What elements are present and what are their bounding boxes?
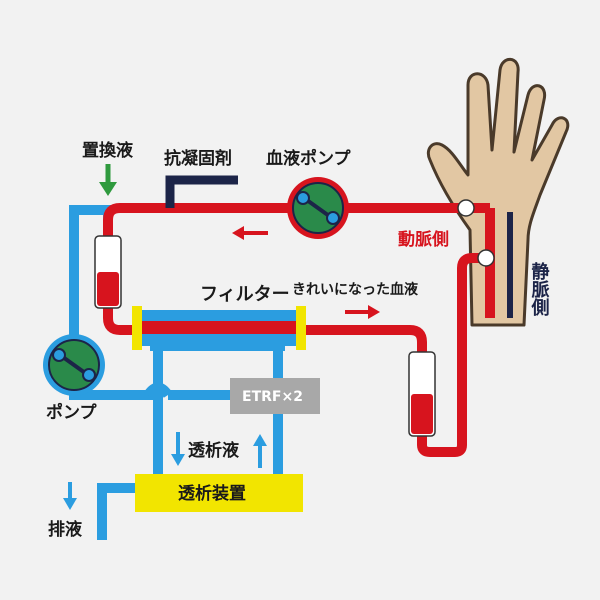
etrf-box xyxy=(230,378,320,414)
dialysis-machine-box xyxy=(135,474,303,512)
filter-label: フィルター xyxy=(200,284,290,305)
flow-arrow-left-icon xyxy=(232,226,268,240)
drainage-label: 排液 xyxy=(48,519,82,540)
pump-label: ポンプ xyxy=(46,402,97,423)
flow-arrow-right-icon xyxy=(345,305,380,319)
replacement-fluid-arrow-icon xyxy=(99,164,117,196)
right-drip-chamber xyxy=(408,351,436,437)
blood-pump-label: 血液ポンプ xyxy=(266,148,351,169)
vein-side-label: 静脈側 xyxy=(529,261,551,317)
dialysate-label: 透析液 xyxy=(188,440,239,461)
dialysis-machine-label: 透析装置 xyxy=(178,483,246,504)
vein-connector-icon xyxy=(477,249,495,267)
filter xyxy=(132,306,306,350)
clean-blood-label: きれいになった血液 xyxy=(292,281,419,298)
drainage-arrow-icon xyxy=(63,482,77,510)
artery-connector-icon xyxy=(457,199,475,217)
artery-side-label: 動脈側 xyxy=(398,229,449,250)
etrf-label: ETRF×2 xyxy=(242,389,303,405)
dialysate-up-arrow-icon xyxy=(253,434,267,468)
replacement-fluid-label: 置換液 xyxy=(82,140,133,161)
pump-icon xyxy=(43,334,105,396)
anticoagulant-line xyxy=(165,175,238,208)
left-drip-chamber xyxy=(94,235,122,309)
dialysate-down-arrow-icon xyxy=(171,432,185,466)
anticoagulant-label: 抗凝固剤 xyxy=(164,148,232,169)
blood-pump-icon xyxy=(287,177,349,239)
hand-icon xyxy=(426,57,570,327)
